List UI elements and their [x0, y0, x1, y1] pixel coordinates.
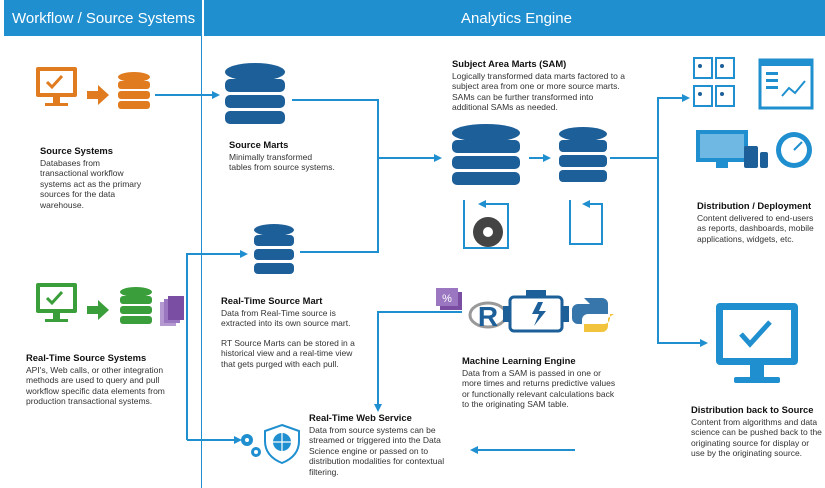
reports-icon	[693, 57, 735, 107]
database-icon-rt-source-mart	[254, 224, 294, 274]
source-marts-text: Minimally transformed tables from source…	[229, 151, 335, 173]
cycle-arrows-icon-2	[569, 200, 603, 245]
database-icon-source-marts	[225, 63, 285, 124]
database-icon-green	[120, 287, 152, 324]
devices-icon	[696, 130, 768, 168]
arrow-icon-green	[87, 300, 109, 320]
svg-text:R: R	[478, 301, 498, 332]
ml-engine-text: Data from a SAM is passed in one or more…	[462, 367, 616, 410]
arrow-rt-systems-to-rt-mart	[186, 250, 248, 440]
realtime-source-mart-text2: RT Source Marts can be stored in a histo…	[221, 337, 355, 369]
block-distribution-deployment: Distribution / Deployment Content delive…	[697, 200, 823, 244]
arrow-sam-to-distribution	[610, 94, 690, 159]
shield-globe-icon	[264, 423, 300, 465]
distribution-back-text: Content from algorithms and data science…	[691, 416, 822, 459]
python-icon	[572, 298, 614, 332]
realtime-source-mart-text: Data from Real-Time source is extracted …	[221, 307, 351, 329]
percent-icon: %	[436, 288, 462, 310]
sam-text: Logically transformed data marts factore…	[452, 70, 625, 113]
header-workflow-source-systems: Workflow / Source Systems	[4, 0, 201, 36]
distribution-deployment-title: Distribution / Deployment	[697, 200, 812, 211]
settings-gears-icon	[241, 434, 261, 457]
distribution-deployment-text: Content delivered to end-users as report…	[697, 212, 814, 244]
block-distribution-back-to-source: Distribution back to Source Content from…	[691, 404, 823, 459]
realtime-source-systems-text: API's, Web calls, or other integration m…	[26, 364, 165, 407]
dashboard-icon	[758, 58, 814, 110]
ml-engine-title: Machine Learning Engine	[462, 355, 576, 366]
header-left-title: Workflow / Source Systems	[12, 9, 196, 27]
arrow-to-distribution-back	[657, 158, 708, 347]
block-source-systems: Source Systems Databases from transactio…	[40, 145, 144, 211]
cycle-arrows-icon-1	[463, 200, 509, 249]
header-analytics-engine: Analytics Engine	[204, 0, 825, 36]
section-divider	[201, 0, 202, 488]
realtime-web-service-text: Data from source systems can be streamed…	[309, 424, 445, 477]
connector-lines	[155, 91, 708, 454]
engine-icon	[503, 290, 569, 333]
gauge-icon	[776, 132, 812, 168]
svg-text:%: %	[442, 293, 452, 305]
header-right-title: Analytics Engine	[461, 9, 572, 27]
block-realtime-source-mart: Real-Time Source Mart Data from Real-Tim…	[221, 295, 358, 370]
database-icon-orange	[118, 72, 150, 109]
realtime-web-service-title: Real-Time Web Service	[309, 412, 412, 423]
arrow-source-marts-to-sam	[292, 99, 442, 162]
block-realtime-source-systems: Real-Time Source Systems API's, Web call…	[26, 352, 180, 407]
source-marts-title: Source Marts	[229, 139, 289, 150]
realtime-source-mart-title: Real-Time Source Mart	[221, 295, 323, 306]
block-subject-area-marts: Subject Area Marts (SAM) Logically trans…	[452, 58, 630, 113]
sam-title: Subject Area Marts (SAM)	[452, 58, 567, 69]
gear-icon	[473, 217, 503, 247]
block-source-marts: Source Marts Minimally transformed table…	[229, 139, 337, 173]
database-icon-sam-1	[452, 124, 520, 185]
source-systems-text: Databases from transactional workflow sy…	[40, 157, 142, 210]
arrow-icon-orange	[87, 85, 109, 105]
block-machine-learning-engine: Machine Learning Engine Data from a SAM …	[462, 355, 622, 410]
source-systems-title: Source Systems	[40, 145, 113, 156]
distribution-back-title: Distribution back to Source	[691, 404, 814, 415]
monitor-icon-orange	[36, 67, 77, 106]
documents-icon-purple	[160, 296, 184, 326]
block-realtime-web-service: Real-Time Web Service Data from source s…	[309, 412, 461, 478]
arrow-ml-to-web-service	[374, 311, 462, 412]
database-icon-sam-2	[559, 127, 607, 182]
line-rt-mart-to-sam	[300, 158, 379, 253]
monitor-icon-green	[36, 283, 77, 322]
r-language-icon: R	[468, 301, 508, 332]
realtime-source-systems-title: Real-Time Source Systems	[26, 352, 147, 363]
monitor-icon-blue	[716, 303, 798, 383]
